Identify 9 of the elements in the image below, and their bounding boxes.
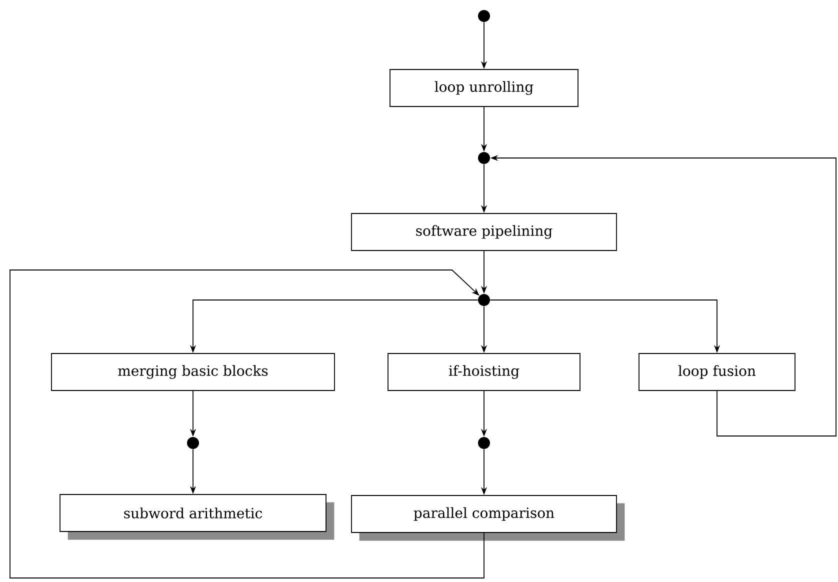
process-box: loop fusion (638, 353, 796, 391)
process-box: software pipelining (351, 213, 617, 251)
process-box: loop unrolling (390, 69, 578, 107)
process-box: merging basic blocks (51, 353, 335, 391)
arrow (10, 270, 484, 578)
shadowed-box: subword arithmetic (60, 494, 334, 540)
shadowed-box: parallel comparison (351, 495, 625, 541)
junction-dot (478, 10, 490, 22)
process-box: if-hoisting (388, 353, 580, 391)
